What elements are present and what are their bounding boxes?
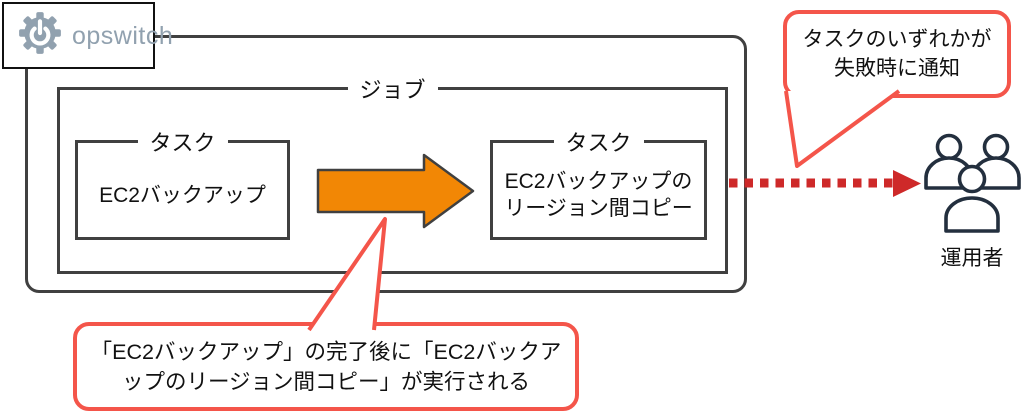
task-group-label: タスク [553, 125, 644, 158]
notify-callout-bubble: タスクのいずれかが 失敗時に通知 [783, 10, 1011, 98]
gear-power-icon [14, 7, 66, 64]
people-group-icon [924, 133, 1021, 233]
notify-bubble-tail [784, 89, 901, 168]
notify-callout-line1: タスクのいずれかが [802, 28, 992, 51]
sequence-callout-line1: 「EC2バックアップ」の完了後に「EC2バックア [90, 339, 562, 364]
dotted-right-arrow-icon [729, 170, 921, 197]
task-name-line1: EC2バックアップの [504, 170, 693, 193]
opswitch-brand-text: opswitch [72, 22, 174, 50]
notify-callout-line2: 失敗時に通知 [834, 57, 960, 80]
job-group-label: ジョブ [347, 72, 438, 105]
opswitch-logo: opswitch [2, 2, 173, 69]
task-group-label: タスク [137, 125, 228, 158]
task-name: EC2バックアップ [99, 183, 266, 207]
task-name-line2: リージョン間コピー [504, 197, 693, 220]
sequence-callout-bubble: 「EC2バックアップ」の完了後に「EC2バックア ップのリージョン間コピー」が実… [73, 322, 579, 411]
task-name: EC2バックアップの リージョン間コピー [504, 168, 693, 222]
sequence-callout-line2: ップのリージョン間コピー」が実行される [121, 369, 531, 394]
task-box-cross-region-copy: タスク EC2バックアップの リージョン間コピー [490, 125, 707, 240]
task-box-ec2-backup: タスク EC2バックアップ [75, 125, 290, 240]
operator-label: 運用者 [940, 247, 1004, 270]
